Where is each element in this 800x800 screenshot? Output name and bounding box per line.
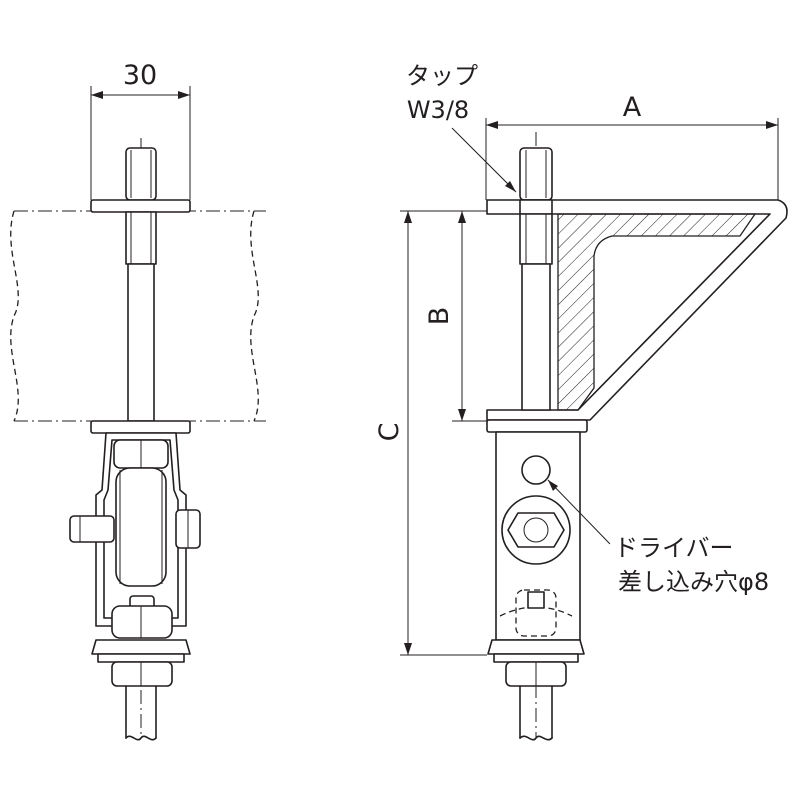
dimension-a: A [485, 92, 779, 200]
hanging-rod-side [519, 685, 553, 741]
dimension-b: B [424, 210, 487, 422]
dimension-30: 30 [90, 60, 191, 200]
dimension-a-label: A [623, 92, 642, 123]
stud-top [125, 147, 157, 201]
side-rod [519, 199, 553, 411]
driver-label-line2: 差し込み穴φ8 [618, 568, 769, 596]
tap-label-line2: W3/8 [407, 96, 469, 124]
driver-label-line1: ドライバー [614, 534, 734, 562]
tap-label-line1: タップ [406, 62, 478, 90]
lower-assembly [91, 639, 191, 687]
hanger-body [69, 432, 201, 639]
dimension-30-label: 30 [123, 60, 157, 91]
rod-shaft [125, 211, 157, 422]
dimension-c-label: C [374, 423, 405, 442]
side-lower-assembly [487, 639, 585, 687]
top-plate [90, 199, 191, 213]
dimension-c: C [374, 210, 487, 656]
bottom-plate [90, 420, 191, 434]
side-hanger-body [495, 431, 581, 641]
driver-annotation: ドライバー 差し込み穴φ8 [547, 479, 769, 596]
side-stud-top [519, 147, 553, 201]
bracket-arm [486, 199, 788, 421]
tap-annotation: タップ W3/8 [406, 62, 517, 193]
hanging-rod-front [125, 685, 157, 741]
front-view: 30 [10, 60, 266, 741]
side-view: A タップ W3/8 [374, 62, 788, 741]
dimension-b-label: B [424, 307, 455, 326]
side-bottom-plate [486, 419, 588, 433]
